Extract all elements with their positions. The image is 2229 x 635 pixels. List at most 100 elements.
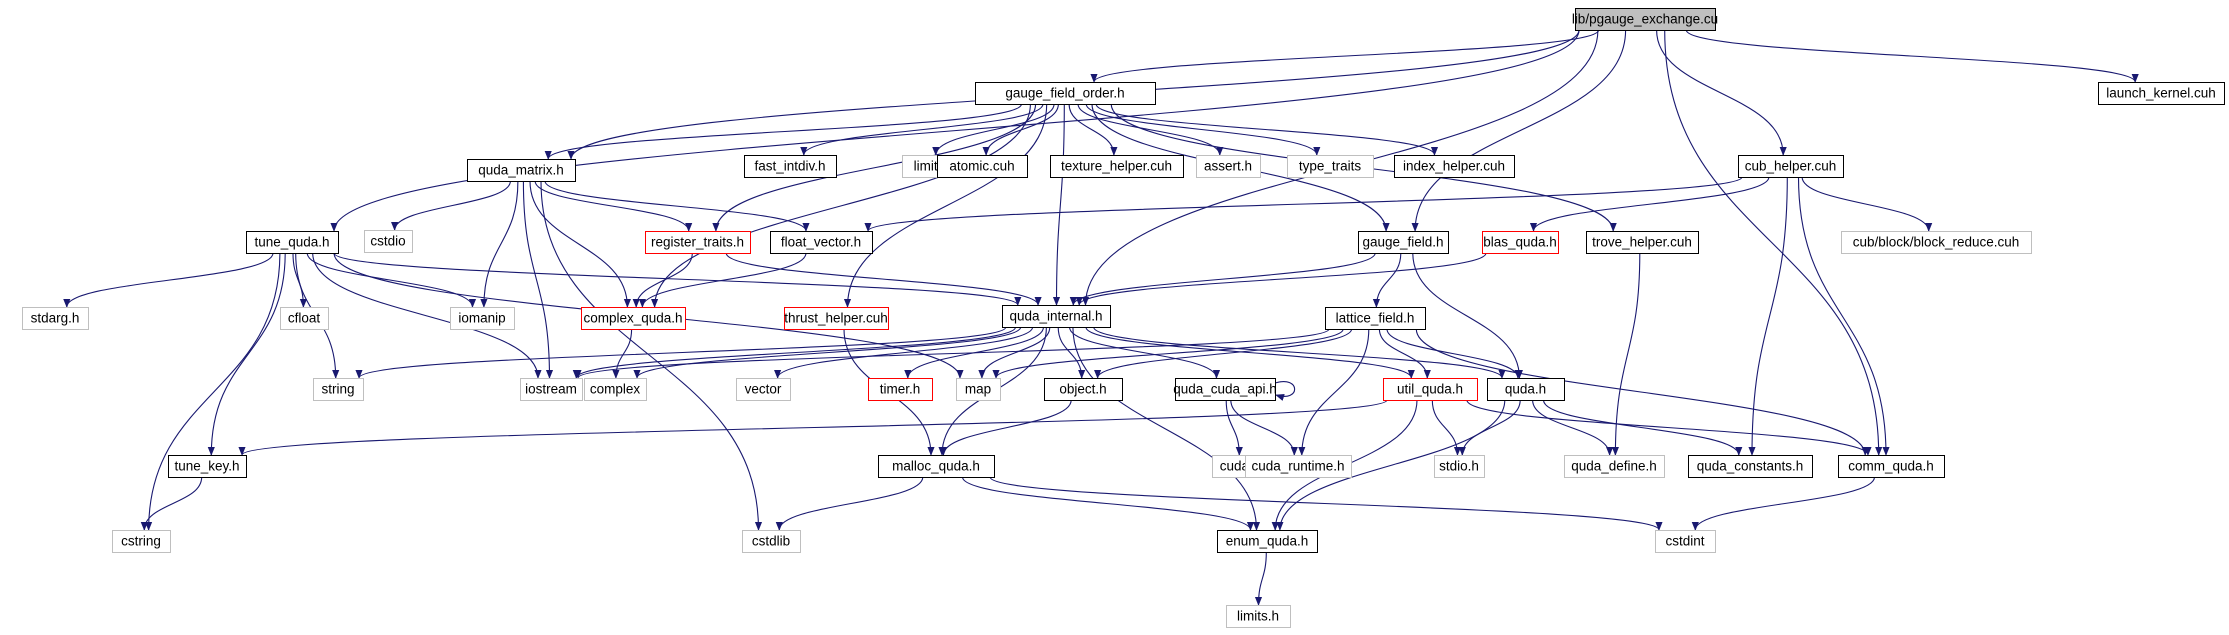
node-malloc[interactable]: malloc_quda.h (878, 455, 995, 478)
node-box-tune (246, 231, 339, 254)
edge-qmat-to-regtr (534, 180, 693, 232)
edge-gfo-to-typetr (1085, 103, 1321, 156)
node-label-map: map (965, 382, 991, 397)
node-box-iomanip (450, 307, 515, 330)
edge-gfo-to-cq (651, 103, 1031, 308)
edge-blas-to-qi (1075, 252, 1487, 306)
node-tunekey[interactable]: tune_key.h (168, 455, 247, 478)
node-box-cubbr (1841, 231, 2032, 254)
edge-object-to-malloc (939, 399, 1072, 456)
edge-qi-to-complex (633, 326, 1022, 379)
edge-gfo-to-fastint (800, 103, 1044, 156)
node-box-qmat (467, 159, 576, 182)
node-box-assert (1196, 155, 1261, 178)
edge-gfo-to-idxh (1095, 103, 1438, 156)
node-qi[interactable]: quda_internal.h (1002, 305, 1111, 328)
edge-trove-to-qdef (1611, 252, 1641, 456)
node-blas[interactable]: blas_quda.h (1482, 231, 1559, 254)
node-timer[interactable]: timer.h (868, 378, 933, 401)
node-thrust[interactable]: thrust_helper.cuh (784, 307, 889, 330)
node-label-cstdint: cstdint (1665, 534, 1704, 549)
node-cq[interactable]: complex_quda.h (581, 307, 686, 330)
node-label-timer: timer.h (880, 382, 921, 397)
node-gf[interactable]: gauge_field.h (1358, 231, 1449, 254)
node-util[interactable]: util_quda.h (1383, 378, 1478, 401)
node-box-root (1575, 8, 1716, 31)
node-comm[interactable]: comm_quda.h (1838, 455, 1945, 478)
edge-tune-to-stdarg (63, 252, 274, 308)
edge-gfo-to-regtr (712, 103, 1037, 232)
edge-gf-to-lf (1372, 252, 1402, 308)
edge-regtr-to-cq (632, 252, 693, 308)
node-enum[interactable]: enum_quda.h (1217, 530, 1318, 553)
node-label-object: object.h (1059, 382, 1106, 397)
node-launch[interactable]: launch_kernel.cuh (2098, 82, 2225, 105)
node-lf[interactable]: lattice_field.h (1325, 307, 1426, 330)
node-label-malloc: malloc_quda.h (892, 459, 980, 474)
node-floatv[interactable]: float_vector.h (770, 231, 873, 254)
node-label-iostream: iostream (525, 382, 577, 397)
node-label-cudart: cuda_runtime.h (1251, 459, 1344, 474)
node-box-complex (584, 378, 647, 401)
node-cudart: cuda_runtime.h (1245, 455, 1352, 478)
node-stdarg: stdarg.h (22, 307, 89, 330)
node-box-cq (581, 307, 686, 330)
node-quda[interactable]: quda.h (1487, 378, 1565, 401)
edge-tune-to-iomanip (306, 252, 477, 308)
node-gfo[interactable]: gauge_field_order.h (975, 82, 1156, 105)
node-box-enum (1217, 530, 1318, 553)
node-idxh[interactable]: index_helper.cuh (1394, 155, 1515, 178)
node-label-launch: launch_kernel.cuh (2106, 86, 2216, 101)
node-fastint[interactable]: fast_intdiv.h (744, 155, 837, 178)
edge-lf-to-map (992, 328, 1344, 379)
edge-cubh-to-blas (1529, 176, 1770, 232)
node-box-fastint (744, 155, 837, 178)
node-label-atomic: atomic.cuh (949, 159, 1014, 174)
edge-quda-to-qconst (1542, 399, 1743, 456)
node-qmat[interactable]: quda_matrix.h (467, 159, 576, 182)
node-box-qcapi (1175, 378, 1276, 401)
node-label-fastint: fast_intdiv.h (754, 159, 825, 174)
edge-gfo-to-texh (1068, 103, 1118, 156)
node-box-iostream (520, 378, 583, 401)
node-qconst[interactable]: quda_constants.h (1688, 455, 1813, 478)
node-label-iomanip: iomanip (458, 311, 505, 326)
node-box-gf (1358, 231, 1449, 254)
node-atomic[interactable]: atomic.cuh (937, 155, 1028, 178)
node-label-enum: enum_quda.h (1226, 534, 1309, 549)
node-box-trove (1586, 231, 1699, 254)
node-box-map (956, 378, 1001, 401)
edge-qi-to-map (978, 326, 1051, 379)
edge-root-to-gfo (1090, 29, 1600, 83)
node-root[interactable]: lib/pgauge_exchange.cu (1572, 8, 1718, 31)
edge-qi-to-iostream (572, 326, 1017, 379)
node-texh[interactable]: texture_helper.cuh (1050, 155, 1184, 178)
edge-root-to-gf (1411, 29, 1627, 232)
node-label-tune: tune_quda.h (254, 235, 329, 250)
node-regtr[interactable]: register_traits.h (645, 231, 751, 254)
node-label-limitsh: limits.h (1237, 609, 1279, 624)
node-box-object (1044, 378, 1123, 401)
node-cubh[interactable]: cub_helper.cuh (1738, 155, 1844, 178)
node-cstring: cstring (112, 530, 171, 553)
node-qcapi[interactable]: quda_cuda_api.h (1173, 378, 1277, 401)
node-object[interactable]: object.h (1044, 378, 1123, 401)
node-label-stdio: stdio.h (1439, 459, 1479, 474)
node-box-timer (868, 378, 933, 401)
node-trove[interactable]: trove_helper.cuh (1586, 231, 1699, 254)
node-complex: complex (584, 378, 647, 401)
edge-tune-to-cstring (145, 252, 281, 531)
edge-lf-to-comm (1415, 328, 1869, 456)
node-label-lf: lattice_field.h (1336, 311, 1415, 326)
node-box-qdef (1564, 455, 1665, 478)
edge-enum-to-limitsh (1254, 551, 1267, 606)
node-assert: assert.h (1196, 155, 1261, 178)
edge-qmat-to-iomanip (480, 180, 519, 308)
edge-gfo-to-qi (1052, 103, 1065, 306)
edge-qmat-to-cstdio (391, 180, 511, 231)
node-label-regtr: register_traits.h (651, 235, 744, 250)
node-label-assert: assert.h (1204, 159, 1252, 174)
edge-qi-to-quda (1093, 326, 1506, 379)
node-tune[interactable]: tune_quda.h (246, 231, 339, 254)
